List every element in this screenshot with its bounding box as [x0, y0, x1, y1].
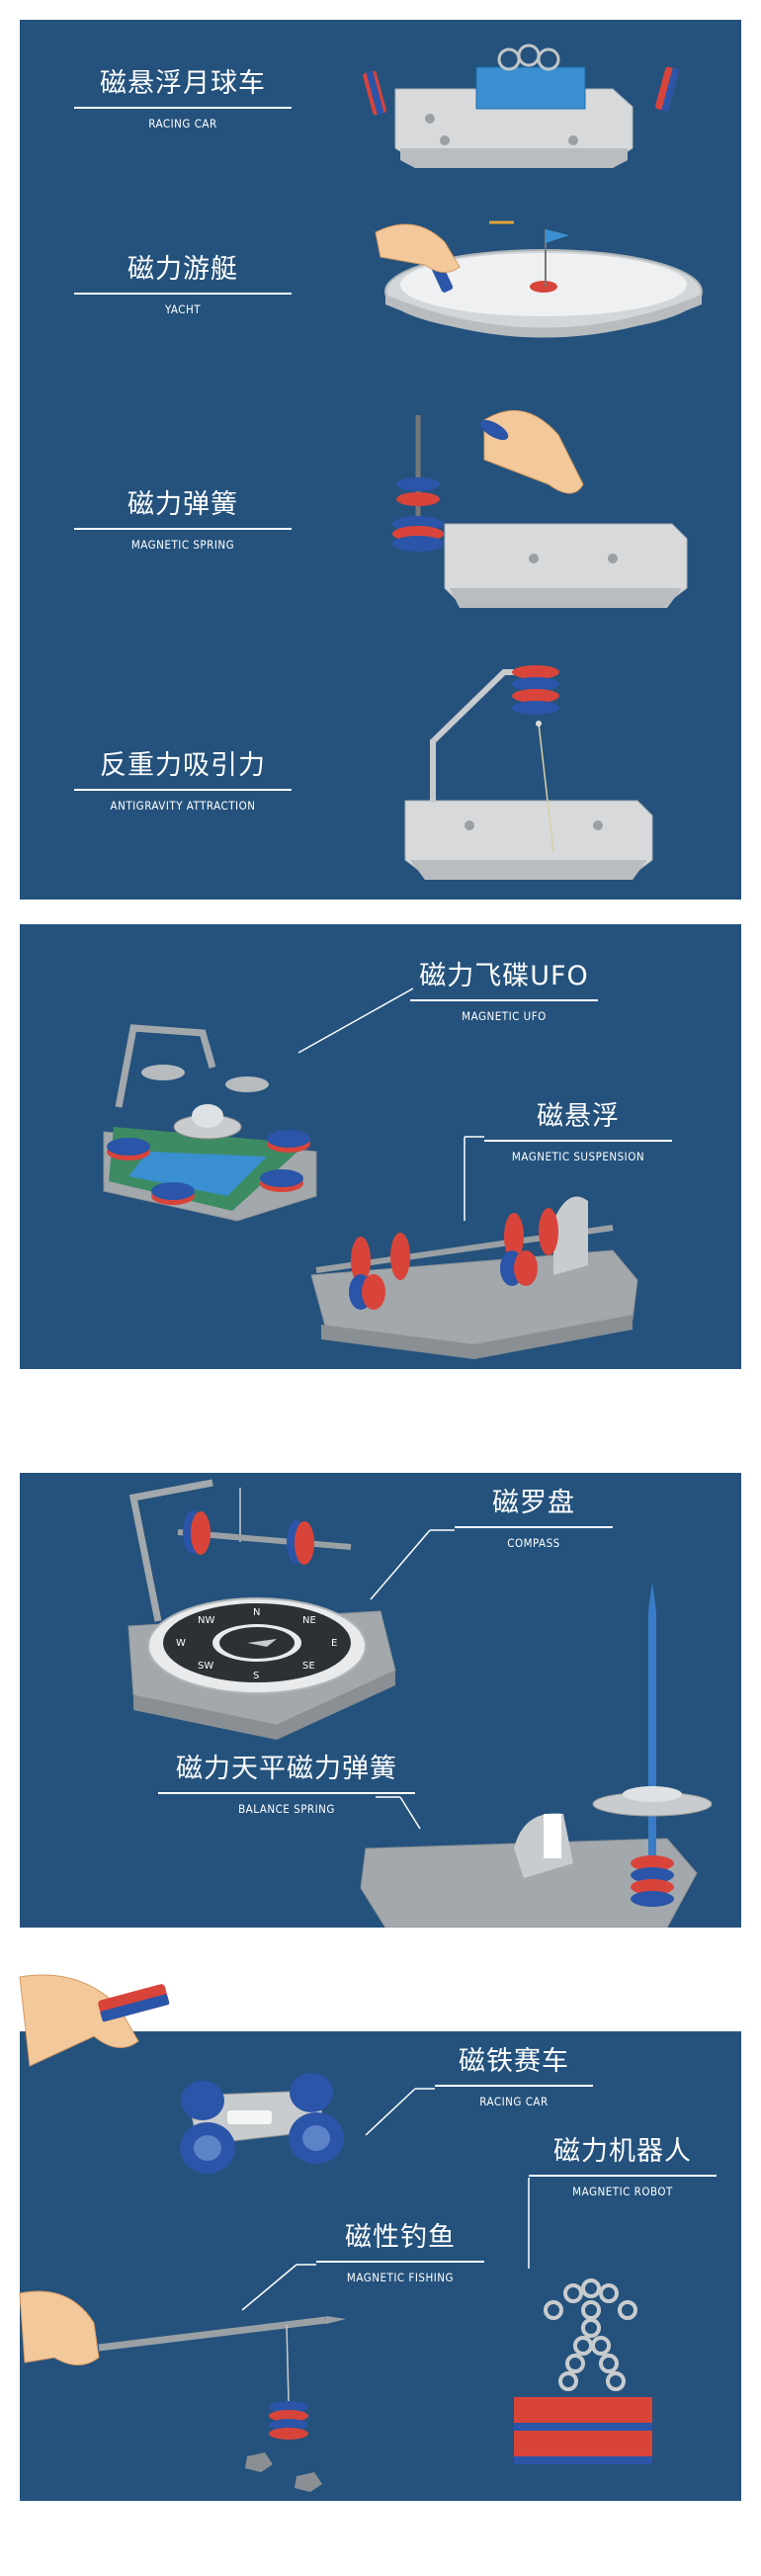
- divider: [316, 2261, 484, 2263]
- antigravity-illustration: [404, 665, 653, 880]
- compass-letter-sw: SW: [198, 1661, 213, 1672]
- balance-spring-illustration: [360, 1582, 713, 1928]
- divider: [529, 2175, 717, 2177]
- panel-ufo-suspension: 磁力飞碟UFO MAGNETIC UFO 磁悬浮 MAGNETIC SUSPEN…: [20, 924, 741, 1369]
- suspension-illustration: [310, 1196, 638, 1359]
- label-compass: 磁罗盘 COMPASS: [455, 1487, 613, 1551]
- compass-letter-s: S: [253, 1671, 259, 1681]
- title-zh: 磁力弹簧: [127, 489, 238, 520]
- panel2-illustrations: [103, 987, 638, 1359]
- ufo-illustration: [103, 1024, 317, 1222]
- compass-letter-ne: NE: [302, 1615, 316, 1626]
- compass-letter-w: W: [176, 1638, 186, 1649]
- panel-car-robot-fishing: 磁铁赛车 RACING CAR 磁力机器人 MAGNETIC ROBOT 磁性钓…: [20, 2031, 741, 2501]
- yacht-illustration: [375, 220, 703, 338]
- compass-illustration: [127, 1479, 396, 1740]
- divider: [158, 1792, 415, 1794]
- fishing-illustration: [98, 2316, 346, 2492]
- divider: [484, 1140, 672, 1142]
- title-en: MAGNETIC ROBOT: [572, 2185, 673, 2198]
- title-zh: 磁力机器人: [553, 2136, 692, 2167]
- title-en: COMPASS: [507, 1536, 560, 1550]
- divider: [74, 789, 292, 791]
- title-zh: 磁力天平磁力弹簧: [176, 1754, 397, 1784]
- divider: [74, 528, 292, 530]
- magnetic-spring-illustration: [392, 409, 688, 608]
- robot-illustration: [514, 2278, 652, 2464]
- panel4-illustrations: [98, 2073, 652, 2492]
- title-zh: 磁力飞碟UFO: [419, 961, 589, 991]
- title-zh: 磁悬浮月球车: [100, 68, 266, 99]
- panel-racing-yacht-spring-antigravity: 磁悬浮月球车 RACING CAR 磁力游艇 YACHT 磁力弹簧 MAGNET…: [20, 20, 741, 900]
- title-zh: 反重力吸引力: [100, 750, 266, 781]
- racing-car-illustration: [180, 2073, 344, 2174]
- panel1-illustrations: [363, 43, 703, 880]
- label-yacht: 磁力游艇 YACHT: [74, 253, 292, 317]
- title-en: RACING CAR: [479, 2095, 549, 2108]
- label-antigravity: 反重力吸引力 ANTIGRAVITY ATTRACTION: [74, 749, 292, 814]
- title-zh: 磁悬浮: [537, 1101, 620, 1132]
- title-en: MAGNETIC SPRING: [130, 538, 235, 552]
- ufo-leader-line: [297, 987, 414, 1054]
- label-magnetic-fishing: 磁性钓鱼 MAGNETIC FISHING: [316, 2221, 484, 2285]
- label-magnetic-suspension: 磁悬浮 MAGNETIC SUSPENSION: [484, 1100, 672, 1164]
- compass-letter-se: SE: [302, 1661, 315, 1672]
- label-racing-car-maglev: 磁悬浮月球车 RACING CAR: [74, 67, 292, 131]
- compass-letter-nw: NW: [198, 1615, 214, 1626]
- title-zh: 磁性钓鱼: [345, 2222, 456, 2253]
- label-magnet-racing-car: 磁铁赛车 RACING CAR: [435, 2045, 593, 2109]
- panel3-illustrations: N NE E SE S SW W NW: [127, 1479, 713, 1928]
- maglev-car-illustration: [363, 43, 680, 168]
- panel-compass-balance: 磁罗盘 COMPASS 磁力天平磁力弹簧 BALANCE SPRING N: [20, 1473, 741, 1928]
- compass-letter-e: E: [331, 1638, 337, 1649]
- title-en: MAGNETIC SUSPENSION: [511, 1150, 645, 1163]
- divider: [74, 107, 292, 109]
- title-zh: 磁罗盘: [492, 1488, 575, 1518]
- label-magnetic-spring: 磁力弹簧 MAGNETIC SPRING: [74, 488, 292, 553]
- divider: [74, 293, 292, 295]
- title-en: RACING CAR: [148, 117, 217, 130]
- title-zh: 磁铁赛车: [459, 2046, 569, 2077]
- label-balance-spring: 磁力天平磁力弹簧 BALANCE SPRING: [158, 1753, 415, 1817]
- divider: [410, 999, 598, 1001]
- title-en: BALANCE SPRING: [238, 1802, 335, 1816]
- compass-rose-letters: N NE E SE S SW W NW: [176, 1607, 337, 1681]
- title-en: ANTIGRAVITY ATTRACTION: [110, 799, 256, 813]
- divider: [455, 1526, 613, 1528]
- title-en: MAGNETIC FISHING: [346, 2271, 455, 2284]
- title-zh: 磁力游艇: [127, 254, 238, 285]
- label-magnetic-robot: 磁力机器人 MAGNETIC ROBOT: [529, 2135, 717, 2199]
- title-en: YACHT: [164, 302, 202, 316]
- label-magnetic-ufo: 磁力飞碟UFO MAGNETIC UFO: [410, 960, 598, 1024]
- divider: [435, 2085, 593, 2087]
- compass-letter-n: N: [253, 1607, 260, 1618]
- title-en: MAGNETIC UFO: [462, 1009, 547, 1023]
